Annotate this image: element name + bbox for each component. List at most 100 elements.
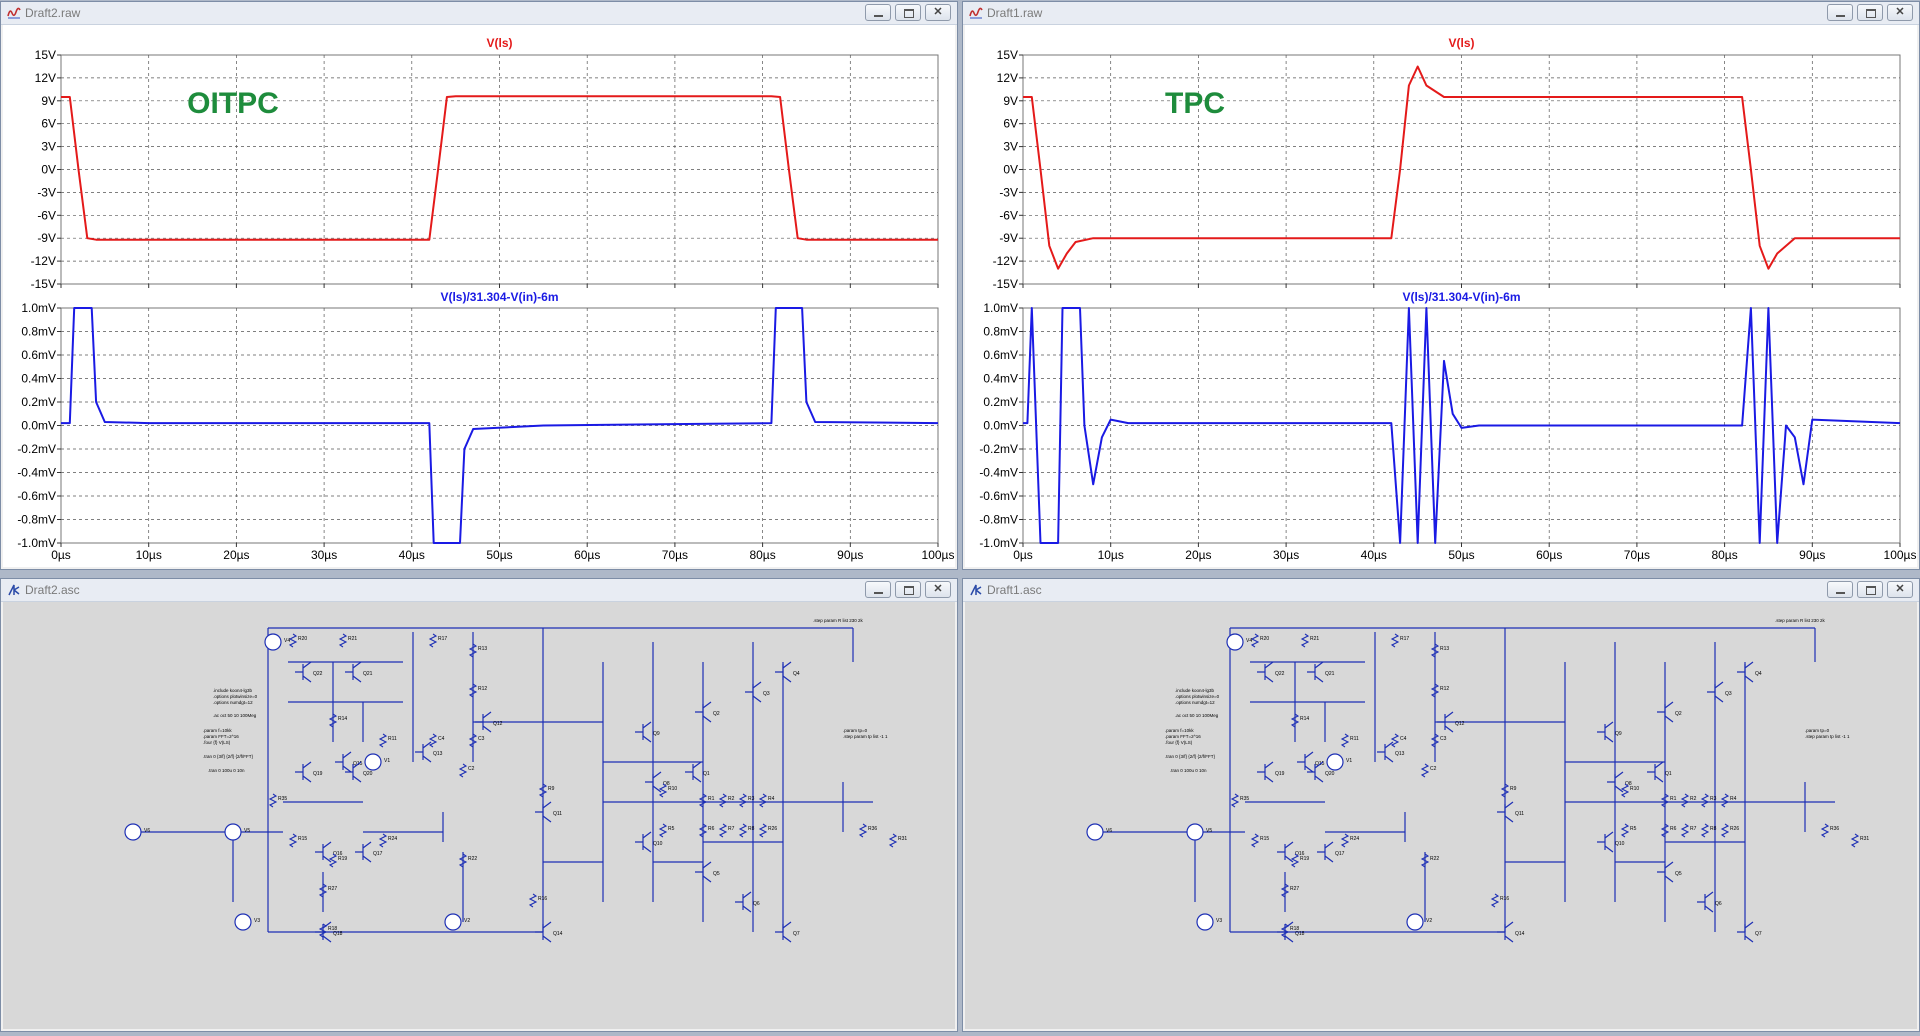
resistor-symbol: R27 — [1280, 883, 1299, 898]
x-tick-label: 20µs — [1185, 548, 1211, 562]
resistor-body — [658, 823, 668, 838]
minimize-button[interactable] — [865, 4, 891, 21]
part-label: Q18 — [1295, 931, 1305, 937]
part-label: R8 — [1710, 826, 1717, 832]
resistor-symbol: R19 — [1290, 853, 1309, 868]
transistor-symbol: Q19 — [1257, 761, 1285, 783]
part-label: Q11 — [1515, 811, 1524, 817]
resistor-body — [288, 833, 298, 848]
window-title: Draft1.asc — [987, 583, 1042, 597]
y-tick-label: 15V — [35, 48, 56, 62]
maximize-button[interactable] — [895, 4, 921, 21]
close-button[interactable]: ✕ — [1887, 581, 1913, 598]
x-tick-label: 30µs — [1273, 548, 1299, 562]
resistor-body — [468, 733, 478, 748]
waveform-app-icon — [969, 7, 983, 19]
part-label: R15 — [298, 836, 307, 842]
minimize-button[interactable] — [1827, 581, 1853, 598]
y-tick-label: -12V — [31, 254, 56, 268]
resistor-symbol: R8 — [1700, 823, 1717, 838]
trace-line — [61, 307, 939, 544]
part-label: Q16 — [333, 851, 343, 857]
error-pane: 1.0mV0.8mV0.6mV0.4mV0.2mV0.0mV-0.2mV-0.4… — [17, 290, 954, 562]
y-tick-label: 0.4mV — [21, 372, 56, 386]
resistor-symbol: R31 — [888, 833, 907, 848]
part-label: Q7 — [793, 931, 800, 937]
minimize-button[interactable] — [865, 581, 891, 598]
part-label: V5 — [1206, 828, 1212, 834]
resistor-body — [268, 793, 278, 808]
transistor-symbol: Q4 — [1737, 661, 1762, 683]
minimize-button[interactable] — [1827, 4, 1853, 21]
title-bar[interactable]: Draft1.raw ✕ — [963, 2, 1919, 25]
resistor-body — [1490, 893, 1500, 908]
spice-directive: .param FFT=2^16 — [1165, 734, 1201, 739]
part-label: Q6 — [753, 901, 760, 907]
spice-directive: .ac oct 50 10 100Meg — [1175, 713, 1219, 718]
part-label: Q4 — [793, 671, 800, 677]
resistor-body — [1620, 823, 1630, 838]
transistor-body — [1257, 761, 1274, 783]
voltage-source: V4 — [264, 633, 290, 651]
part-label: Q19 — [313, 771, 323, 777]
resistor-symbol: C3 — [468, 733, 485, 748]
resistor-symbol: R31 — [1850, 833, 1869, 848]
voltage-source: V3 — [234, 913, 260, 931]
y-tick-label: -1.0mV — [979, 536, 1018, 550]
transistor-body — [695, 701, 712, 723]
maximize-button[interactable] — [1857, 4, 1883, 21]
transistor-symbol: Q9 — [1597, 721, 1622, 743]
resistor-body — [1700, 823, 1710, 838]
resistor-symbol: R2 — [1680, 793, 1697, 808]
y-tick-label: -9V — [37, 231, 56, 245]
resistor-body — [718, 823, 728, 838]
part-label: R7 — [1690, 826, 1697, 832]
spice-directives: .include koon4-lg3b.options plotwinsize=… — [1165, 618, 1850, 773]
y-tick-label: 12V — [35, 71, 56, 85]
part-label: R3 — [748, 796, 755, 802]
waveform-plots[interactable]: 15V12V9V6V3V0V-3V-6V-9V-12V-15VV(ls)1.0m… — [3, 25, 955, 569]
close-button[interactable]: ✕ — [925, 581, 951, 598]
transistor-symbol: Q15 — [1297, 751, 1325, 773]
resistor-body — [428, 633, 438, 648]
maximize-button[interactable] — [1857, 581, 1883, 598]
transistor-body — [685, 761, 702, 783]
y-tick-label: -0.4mV — [17, 466, 56, 480]
resistor-body — [378, 733, 388, 748]
transistor-symbol: Q18 — [315, 921, 343, 943]
part-label: R19 — [1300, 856, 1309, 862]
part-label: R13 — [1440, 646, 1449, 652]
resistor-symbol: R3 — [738, 793, 755, 808]
part-label: Q12 — [493, 721, 503, 727]
title-bar[interactable]: Draft2.raw ✕ — [1, 2, 957, 25]
x-tick-label: 80µs — [1711, 548, 1737, 562]
waveform-plots[interactable]: 15V12V9V6V3V0V-3V-6V-9V-12V-15VV(ls)1.0m… — [965, 25, 1917, 569]
transistor-body — [295, 761, 312, 783]
close-button[interactable]: ✕ — [925, 4, 951, 21]
y-tick-label: 0.2mV — [983, 395, 1018, 409]
x-tick-label: 50µs — [486, 548, 512, 562]
resistor-body — [1680, 823, 1690, 838]
y-tick-label: 3V — [1003, 140, 1018, 154]
transistor-symbol: Q17 — [1317, 841, 1345, 863]
close-button[interactable]: ✕ — [1887, 4, 1913, 21]
title-bar[interactable]: Draft2.asc ✕ — [1, 579, 957, 602]
title-bar[interactable]: Draft1.asc ✕ — [963, 579, 1919, 602]
part-label: R20 — [1260, 636, 1269, 642]
resistor-body — [338, 633, 348, 648]
resistor-body — [1430, 643, 1440, 658]
part-label: Q21 — [363, 671, 373, 677]
part-label: C3 — [1440, 736, 1447, 742]
maximize-button[interactable] — [895, 581, 921, 598]
